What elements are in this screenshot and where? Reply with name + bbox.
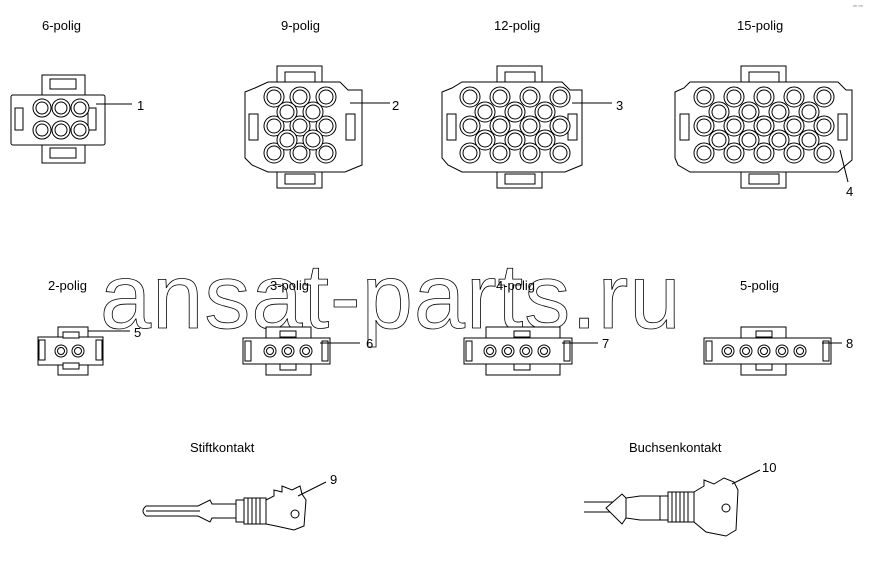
callout-3: 3 [616, 98, 623, 113]
connector-2-polig [37, 326, 130, 376]
label-stiftkontakt: Stiftkontakt [190, 440, 255, 455]
label-9-polig: 9-polig [281, 18, 320, 33]
pin-cavity [462, 118, 478, 134]
label-6-polig: 6-polig [42, 18, 81, 33]
connector-3-polig [242, 326, 360, 376]
pin-cavity [756, 145, 772, 161]
pin-cavity [726, 118, 742, 134]
pin-cavity [816, 118, 832, 134]
pin-cavity [801, 104, 817, 120]
pin-cavity [816, 145, 832, 161]
pin-cavity [318, 145, 334, 161]
callout-10: 10 [762, 460, 776, 475]
pin-cavity [279, 104, 295, 120]
pin-cavity [816, 89, 832, 105]
pin-cavity [771, 132, 787, 148]
pin-cavity [522, 89, 538, 105]
label-2-polig: 2-polig [48, 278, 87, 293]
label-12-polig: 12-polig [494, 18, 540, 33]
socket-contact [584, 469, 761, 537]
pin-cavity [552, 89, 568, 105]
connector-12-polig [441, 65, 612, 189]
callout-6: 6 [366, 336, 373, 351]
pin-cavity [726, 145, 742, 161]
pin-cavity [462, 89, 478, 105]
connector-6-polig [10, 74, 132, 164]
pin-cavity [305, 132, 321, 148]
pin-cavity [305, 104, 321, 120]
corner-mark: ᵃᵐ ⁿⁿⁿ [853, 4, 864, 9]
pin-cavity [741, 104, 757, 120]
pin-cavity [786, 89, 802, 105]
connector-9-polig [244, 65, 390, 189]
pin-cavity [711, 104, 727, 120]
callout-8: 8 [846, 336, 853, 351]
pin-cavity [292, 145, 308, 161]
pin-cavity [696, 118, 712, 134]
pin-cavity [552, 145, 568, 161]
pin-cavity [492, 118, 508, 134]
pin-cavity [318, 89, 334, 105]
pin-cavity [741, 132, 757, 148]
label-5-polig: 5-polig [740, 278, 779, 293]
connector-5-polig [703, 326, 842, 376]
pin-cavity [477, 132, 493, 148]
label-3-polig: 3-polig [270, 278, 309, 293]
pin-cavity [786, 118, 802, 134]
pin-cavity [266, 145, 282, 161]
pin-cavity [462, 145, 478, 161]
pin-cavity [726, 89, 742, 105]
callout-7: 7 [602, 336, 609, 351]
pin-cavity [507, 104, 523, 120]
pin-cavity [522, 145, 538, 161]
pin-cavity [537, 132, 553, 148]
callout-5: 5 [134, 325, 141, 340]
label-buchsenkontakt: Buchsenkontakt [629, 440, 722, 455]
pin-cavity [696, 89, 712, 105]
callout-9: 9 [330, 472, 337, 487]
label-15-polig: 15-polig [737, 18, 783, 33]
pin-cavity [801, 132, 817, 148]
pin-cavity [756, 118, 772, 134]
pin-cavity [537, 104, 553, 120]
pin-cavity [507, 132, 523, 148]
pin-contact [142, 481, 327, 531]
connector-4-polig [463, 326, 598, 376]
callout-4: 4 [846, 184, 853, 199]
pin-cavity [492, 145, 508, 161]
connector-15-polig [674, 65, 853, 189]
pin-cavity [771, 104, 787, 120]
pin-cavity [696, 145, 712, 161]
pin-cavity [492, 89, 508, 105]
pin-cavity [292, 89, 308, 105]
watermark: ansat-parts.ru [100, 246, 682, 348]
pin-cavity [279, 132, 295, 148]
pin-cavity [711, 132, 727, 148]
pin-cavity [786, 145, 802, 161]
label-4-polig: 4-polig [496, 278, 535, 293]
callout-1: 1 [137, 98, 144, 113]
pin-cavity [292, 118, 308, 134]
callout-2: 2 [392, 98, 399, 113]
pin-cavity [756, 89, 772, 105]
pin-cavity [552, 118, 568, 134]
pin-cavity [522, 118, 538, 134]
pin-cavity [318, 118, 334, 134]
pin-cavity [477, 104, 493, 120]
pin-cavity [266, 118, 282, 134]
pin-cavity [266, 89, 282, 105]
